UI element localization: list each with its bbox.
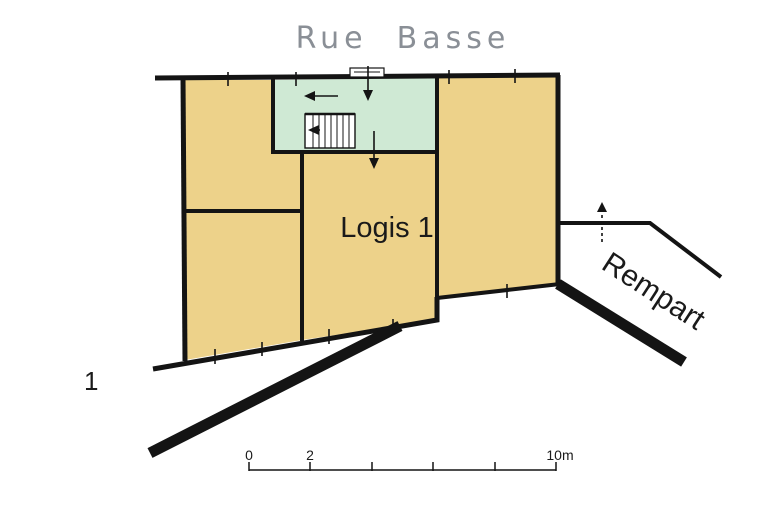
wall-ticks xyxy=(214,69,516,364)
arrow-down-icon xyxy=(363,66,373,101)
wall-rampart-left xyxy=(147,321,403,458)
wall-stair-hall xyxy=(271,78,437,154)
dashed-arrow-up-icon xyxy=(597,202,607,242)
room-bottom-left xyxy=(183,211,302,360)
wall-left-outer xyxy=(180,77,188,362)
figure-number: 1 xyxy=(84,366,98,396)
wall-rampart-upper xyxy=(560,221,723,279)
room-label: Logis 1 xyxy=(340,212,434,244)
wall-rampart-lower xyxy=(555,279,687,367)
scale-label-10m: 10m xyxy=(546,447,573,463)
arrow-left-icon xyxy=(308,125,320,135)
room-logis xyxy=(302,152,437,340)
door-marker-icon xyxy=(349,67,385,78)
scale-bar: 0 2 10m xyxy=(245,447,574,471)
street-label: Rue Basse xyxy=(296,21,511,56)
scale-label-0: 0 xyxy=(245,447,253,463)
arrow-left-icon xyxy=(304,91,338,101)
walls xyxy=(147,72,723,458)
room-fills xyxy=(183,75,558,360)
arrow-down-icon xyxy=(369,131,379,169)
scale-label-2: 2 xyxy=(306,447,314,463)
wall-rear-right xyxy=(436,282,561,300)
room-right xyxy=(437,75,558,298)
wall-rear-left xyxy=(152,297,440,372)
